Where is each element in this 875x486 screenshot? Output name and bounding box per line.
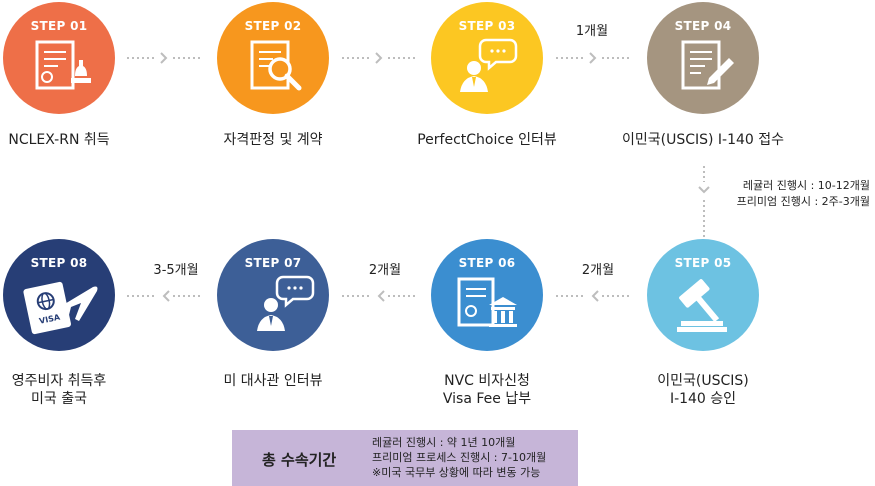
- step-02-label: STEP 02: [244, 19, 302, 33]
- caption-line: PerfectChoice 인터뷰: [417, 132, 557, 148]
- step-08-circle: STEP 08 VISA: [3, 239, 115, 351]
- summary-line: 프리미엄 프로세스 진행시 : 7-10개월: [372, 451, 547, 464]
- step4-5-duration-note: 레귤러 진행시 : 10-12개월 프리미엄 진행시 : 2주-3개월: [700, 178, 870, 210]
- caption-line: Visa Fee 납부: [442, 391, 532, 407]
- duration-step3-4: 1개월: [575, 24, 609, 39]
- step-01-label: STEP 01: [30, 19, 88, 33]
- note-line: 레귤러 진행시 : 10-12개월: [742, 179, 870, 192]
- total-duration-box: 총 수속기간 레귤러 진행시 : 약 1년 10개월 프리미엄 프로세스 진행시…: [232, 430, 578, 486]
- caption-line: 영주비자 취득후: [11, 373, 107, 389]
- total-duration-details: 레귤러 진행시 : 약 1년 10개월 프리미엄 프로세스 진행시 : 7-10…: [372, 435, 546, 480]
- step-04-circle: STEP 04: [647, 2, 759, 114]
- document-search-icon: [250, 40, 302, 91]
- step-02-caption: 자격판정 및 계약: [178, 131, 368, 149]
- step-01-circle: STEP 01: [3, 2, 115, 114]
- step-06-circle: STEP 06: [431, 239, 543, 351]
- note-line: 프리미엄 진행시 : 2주-3개월: [736, 195, 870, 208]
- step-08-label: STEP 08: [30, 256, 88, 270]
- duration-step7-8: 3-5개월: [153, 263, 199, 278]
- caption-line: NCLEX-RN 취득: [8, 132, 110, 148]
- step-05-caption: 이민국(USCIS) I-140 승인: [608, 372, 798, 408]
- passport-plane-icon: VISA: [23, 281, 98, 335]
- arrow-left-icon: [127, 290, 203, 302]
- arrow-down-icon: [698, 166, 710, 238]
- step-05-circle: STEP 05: [647, 239, 759, 351]
- step-08-caption: 영주비자 취득후 미국 출국: [0, 372, 154, 408]
- step-06-caption: NVC 비자신청 Visa Fee 납부: [392, 372, 582, 408]
- step-07-label: STEP 07: [244, 256, 302, 270]
- step-03-caption: PerfectChoice 인터뷰: [392, 131, 582, 149]
- caption-line: 미국 출국: [31, 391, 87, 407]
- step-07-circle: STEP 07: [217, 239, 329, 351]
- arrow-right-icon: [127, 52, 203, 64]
- step-05-label: STEP 05: [674, 256, 732, 270]
- interview-person-icon: [460, 38, 518, 92]
- document-pen-icon: [681, 40, 734, 90]
- arrow-left-icon: [556, 290, 632, 302]
- arrow-right-icon: [556, 52, 632, 64]
- step-03-label: STEP 03: [458, 19, 516, 33]
- interview-person-icon: [257, 275, 315, 331]
- certificate-bank-icon: [457, 277, 517, 327]
- caption-line: NVC 비자신청: [444, 373, 530, 389]
- step-04-caption: 이민국(USCIS) I-140 접수: [608, 131, 798, 149]
- caption-line: 이민국(USCIS) I-140 접수: [621, 132, 785, 148]
- caption-line: 이민국(USCIS): [657, 373, 749, 389]
- step-07-caption: 미 대사관 인터뷰: [178, 372, 368, 390]
- svg-text:VISA: VISA: [38, 312, 61, 325]
- duration-step6-7: 2개월: [368, 263, 402, 278]
- arrow-right-icon: [342, 52, 418, 64]
- step-04-label: STEP 04: [674, 19, 732, 33]
- duration-step5-6: 2개월: [581, 263, 615, 278]
- total-duration-title: 총 수속기간: [262, 451, 337, 469]
- caption-line: 자격판정 및 계약: [223, 132, 323, 148]
- step-03-circle: STEP 03: [431, 2, 543, 114]
- certificate-icon: [35, 40, 91, 90]
- step-01-caption: NCLEX-RN 취득: [0, 131, 154, 149]
- gavel-icon: [677, 279, 727, 332]
- arrow-left-icon: [342, 290, 418, 302]
- summary-line: ※미국 국무부 상황에 따라 변동 가능: [372, 466, 541, 479]
- caption-line: I-140 승인: [669, 391, 737, 407]
- summary-line: 레귤러 진행시 : 약 1년 10개월: [372, 436, 516, 449]
- step-06-label: STEP 06: [458, 256, 516, 270]
- caption-line: 미 대사관 인터뷰: [223, 373, 323, 389]
- step-02-circle: STEP 02: [217, 2, 329, 114]
